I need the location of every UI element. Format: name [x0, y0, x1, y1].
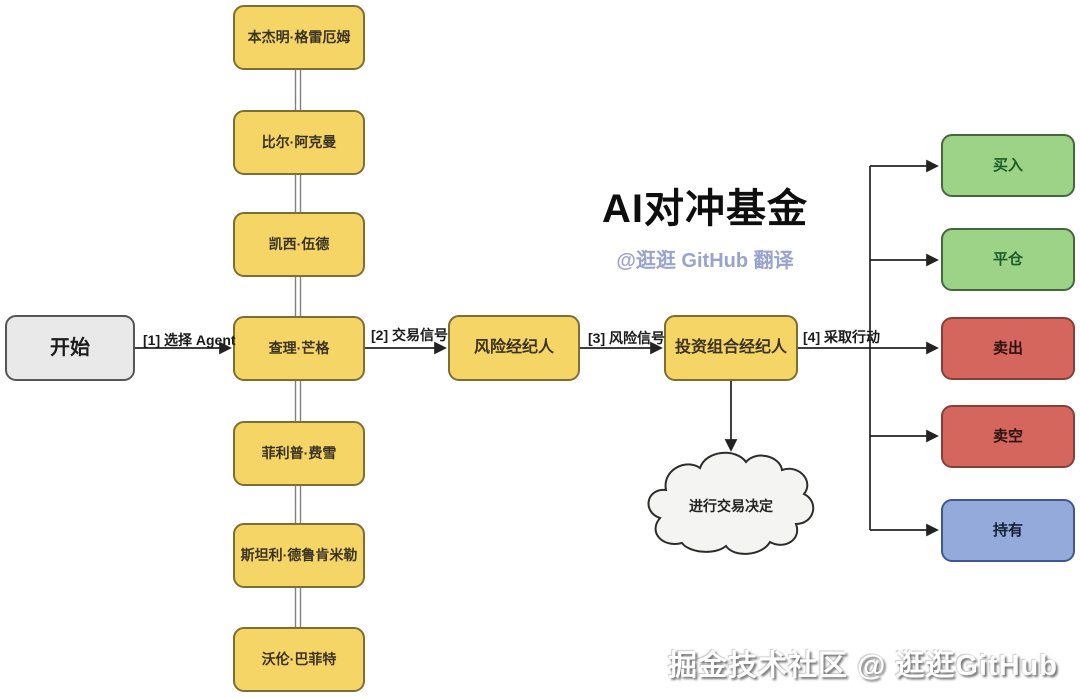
decision-cloud-shape	[647, 451, 815, 555]
node-agent-warren-buffett: 沃伦·巴菲特	[233, 627, 365, 692]
agent-label: 比尔·阿克曼	[261, 134, 337, 151]
node-start: 开始	[5, 315, 135, 381]
title-block: AI对冲基金 @逛逛 GitHub 翻译	[555, 176, 855, 273]
agent-label: 沃伦·巴菲特	[261, 651, 337, 668]
agent-label: 查理·芒格	[268, 340, 330, 357]
action-label: 卖空	[992, 427, 1023, 445]
action-label: 卖出	[992, 339, 1023, 357]
node-action-hold: 持有	[941, 499, 1075, 562]
edge-label-risk-signal: [3] 风险信号	[588, 330, 665, 346]
node-agent-philip-fisher: 菲利普·费雪	[233, 421, 365, 486]
portfolio-manager-label: 投资组合经纪人	[674, 339, 787, 357]
node-agent-charlie-munger: 查理·芒格	[233, 316, 365, 381]
agent-label: 斯坦利·德鲁肯米勒	[240, 547, 358, 564]
risk-manager-label: 风险经纪人	[473, 339, 554, 357]
node-portfolio-manager: 投资组合经纪人	[664, 315, 798, 381]
node-agent-bill-ackman: 比尔·阿克曼	[233, 110, 365, 175]
node-agent-stanley-druckenmiller: 斯坦利·德鲁肯米勒	[233, 523, 365, 588]
node-action-close-position: 平仓	[941, 228, 1075, 291]
node-action-buy: 买入	[941, 134, 1075, 197]
decision-cloud-label: 进行交易决定	[689, 498, 773, 514]
page-subtitle: @逛逛 GitHub 翻译	[616, 250, 794, 272]
edge-label-select-agent: [1] 选择 Agent	[143, 332, 236, 348]
node-start-label: 开始	[50, 337, 90, 359]
node-agent-cathie-wood: 凯西·伍德	[233, 212, 365, 277]
edge-label-trade-signal: [2] 交易信号	[371, 327, 448, 343]
agent-label: 凯西·伍德	[268, 236, 330, 253]
page-title: AI对冲基金	[602, 187, 808, 231]
watermark-text: 掘金技术社区 @ 逛逛GitHub	[667, 650, 1058, 682]
node-action-short: 卖空	[941, 405, 1075, 468]
agent-label: 本杰明·格雷厄姆	[247, 29, 351, 46]
action-label: 买入	[992, 156, 1023, 174]
action-label: 持有	[992, 521, 1023, 539]
node-action-sell: 卖出	[941, 317, 1075, 380]
node-agent-benjamin-graham: 本杰明·格雷厄姆	[233, 5, 365, 70]
edge-label-take-action: [4] 采取行动	[803, 329, 880, 345]
node-risk-manager: 风险经纪人	[448, 315, 580, 381]
action-label: 平仓	[992, 250, 1023, 268]
agent-label: 菲利普·费雪	[261, 445, 337, 462]
